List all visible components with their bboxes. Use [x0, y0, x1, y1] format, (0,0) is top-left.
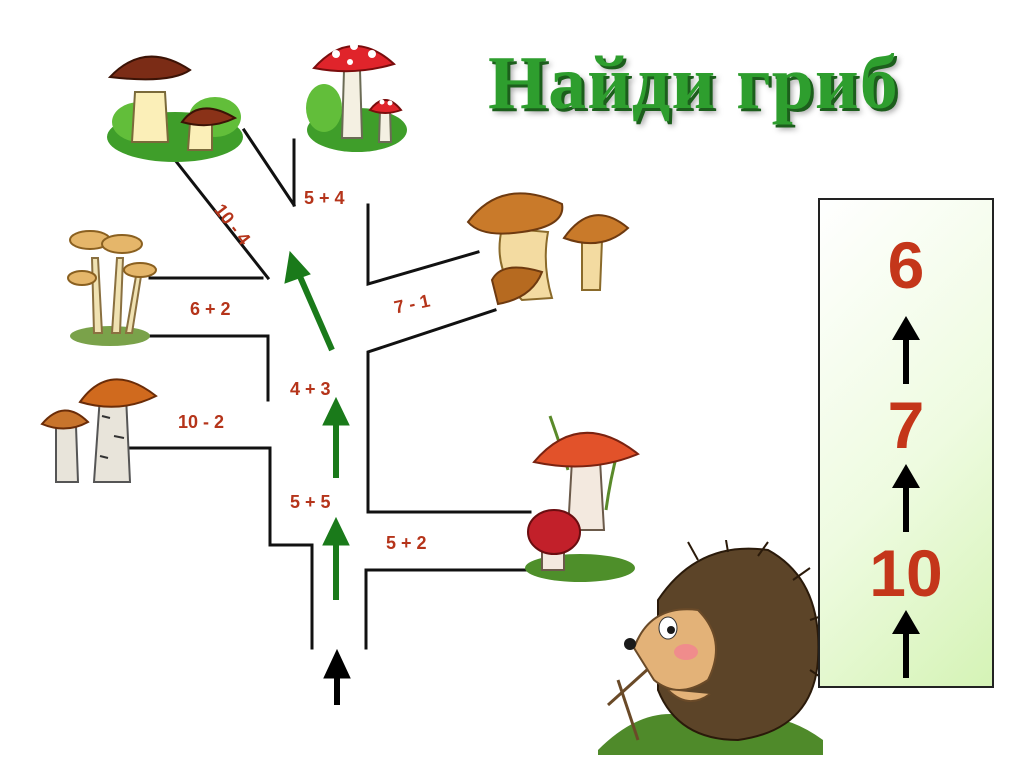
up-arrow-icon — [892, 610, 920, 678]
expression-10-minus-2: 10 - 2 — [178, 412, 225, 432]
red-russula-icon[interactable] — [520, 410, 640, 585]
fly-agaric-mushroom-icon[interactable] — [302, 30, 412, 155]
boletus-mushroom-icon[interactable] — [462, 180, 632, 325]
birch-bolete-icon[interactable] — [40, 366, 158, 486]
up-arrow-icon — [892, 316, 920, 384]
honey-fungus-icon[interactable] — [62, 218, 157, 348]
answer-value: 10 — [869, 536, 943, 610]
answer-value: 6 — [887, 228, 925, 302]
expression-5-plus-4: 5 + 4 — [304, 188, 345, 208]
up-arrow-icon — [892, 464, 920, 532]
expression-4-plus-3: 4 + 3 — [290, 379, 331, 399]
expression-5-plus-5: 5 + 5 — [290, 492, 331, 512]
hedgehog-icon — [598, 540, 823, 755]
expression-5-plus-2: 5 + 2 — [386, 533, 427, 553]
expression-6-plus-2: 6 + 2 — [190, 299, 231, 319]
porcini-mushroom-icon[interactable] — [100, 42, 250, 167]
answer-panel: 6 7 10 — [818, 198, 994, 688]
page-title: Найди гриб — [488, 41, 899, 125]
answer-value: 7 — [887, 388, 925, 462]
